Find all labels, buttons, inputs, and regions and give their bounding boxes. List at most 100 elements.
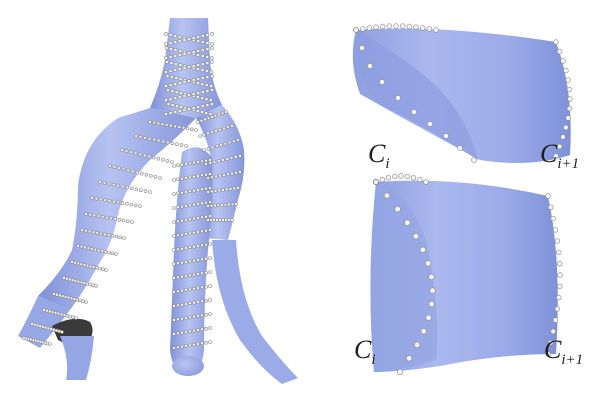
contour-point (199, 119, 204, 123)
contour-point (180, 190, 184, 195)
contour-point (111, 182, 116, 187)
contour-point (108, 164, 112, 168)
contour-point (210, 102, 214, 106)
contour-point (393, 23, 399, 29)
contour-point (168, 111, 173, 115)
contour-point (94, 196, 99, 201)
contour-point (170, 103, 175, 107)
label-ci1-top-sub: i+1 (557, 156, 579, 172)
contour-point (149, 174, 153, 178)
contour-point (88, 282, 92, 287)
contour-point (85, 263, 90, 268)
contour-point (204, 326, 208, 331)
contour-point (143, 136, 147, 140)
contour-point (181, 126, 186, 130)
contour-point (107, 199, 112, 203)
contour-point (218, 218, 222, 222)
label-ci1-bottom-sub: i+1 (561, 352, 583, 368)
contour-point (552, 317, 559, 323)
contour-point (196, 53, 201, 57)
contour-point (204, 83, 209, 87)
contour-point (220, 111, 225, 116)
contour-point (553, 39, 559, 45)
contour-point (205, 33, 210, 37)
contour-point (567, 96, 573, 102)
vessel-right-tail (212, 240, 298, 384)
contour-point (176, 219, 180, 224)
contour-point (182, 80, 187, 84)
contour-point (105, 215, 109, 220)
contour-point (208, 200, 212, 204)
contour-point (212, 160, 217, 164)
contour-point (176, 233, 180, 238)
contour-point (62, 313, 67, 317)
contour-point (443, 133, 449, 139)
contour-point (552, 227, 559, 233)
contour-point (187, 37, 191, 41)
contour-point (208, 158, 212, 162)
contour-point (373, 179, 379, 185)
contour-point (202, 148, 206, 152)
contour-point (42, 308, 46, 312)
contour-point (92, 213, 97, 218)
contour-point (176, 289, 180, 294)
contour-point (224, 110, 228, 114)
contour-point (170, 89, 175, 93)
contour-point (565, 115, 571, 121)
contour-point (232, 186, 237, 191)
contour-point (187, 51, 191, 55)
contour-point (210, 74, 214, 78)
contour-point (172, 290, 176, 294)
contour-point (205, 55, 210, 59)
contour-point (180, 316, 184, 321)
contour-point (209, 218, 213, 222)
contour-point (110, 234, 115, 238)
contour-point (200, 54, 205, 58)
contour-point (180, 176, 184, 181)
contour-point (121, 167, 126, 172)
contour-point (138, 152, 142, 157)
contour-point (200, 34, 205, 38)
contour-point (182, 38, 187, 42)
contour-point (200, 40, 205, 44)
contour-point (200, 341, 204, 346)
contour-point (91, 265, 96, 269)
contour-point (180, 288, 184, 293)
contour-point (176, 303, 180, 308)
contour-point (84, 212, 88, 216)
contour-point (234, 155, 238, 159)
contour-point (169, 123, 173, 128)
contour-point (188, 189, 192, 194)
contour-point (173, 48, 178, 52)
contour-point (70, 260, 74, 264)
contour-point (130, 220, 134, 224)
contour-point (200, 104, 205, 108)
contour-point (190, 127, 194, 132)
contour-point (168, 69, 173, 73)
contour-point (191, 64, 196, 68)
segment-top-body (352, 28, 571, 164)
contour-point (188, 217, 192, 222)
contour-point (130, 169, 135, 174)
contour-point (188, 175, 192, 180)
contour-point (174, 90, 179, 94)
contour-point (200, 243, 204, 248)
contour-point (236, 186, 240, 190)
contour-point (204, 284, 208, 289)
contour-point (191, 92, 196, 96)
vessel-right-branch (196, 105, 245, 240)
contour-point (184, 330, 188, 334)
contour-point (204, 242, 208, 247)
contour-point (196, 230, 200, 234)
contour-point (84, 300, 88, 304)
contour-point (98, 197, 103, 202)
contour-point (196, 49, 201, 53)
contour-point (227, 202, 231, 207)
contour-point (112, 165, 117, 169)
contour-point (210, 60, 214, 64)
contour-point (196, 342, 200, 346)
contour-point (545, 351, 551, 357)
contour-point (48, 342, 52, 346)
contour-point (196, 244, 200, 248)
